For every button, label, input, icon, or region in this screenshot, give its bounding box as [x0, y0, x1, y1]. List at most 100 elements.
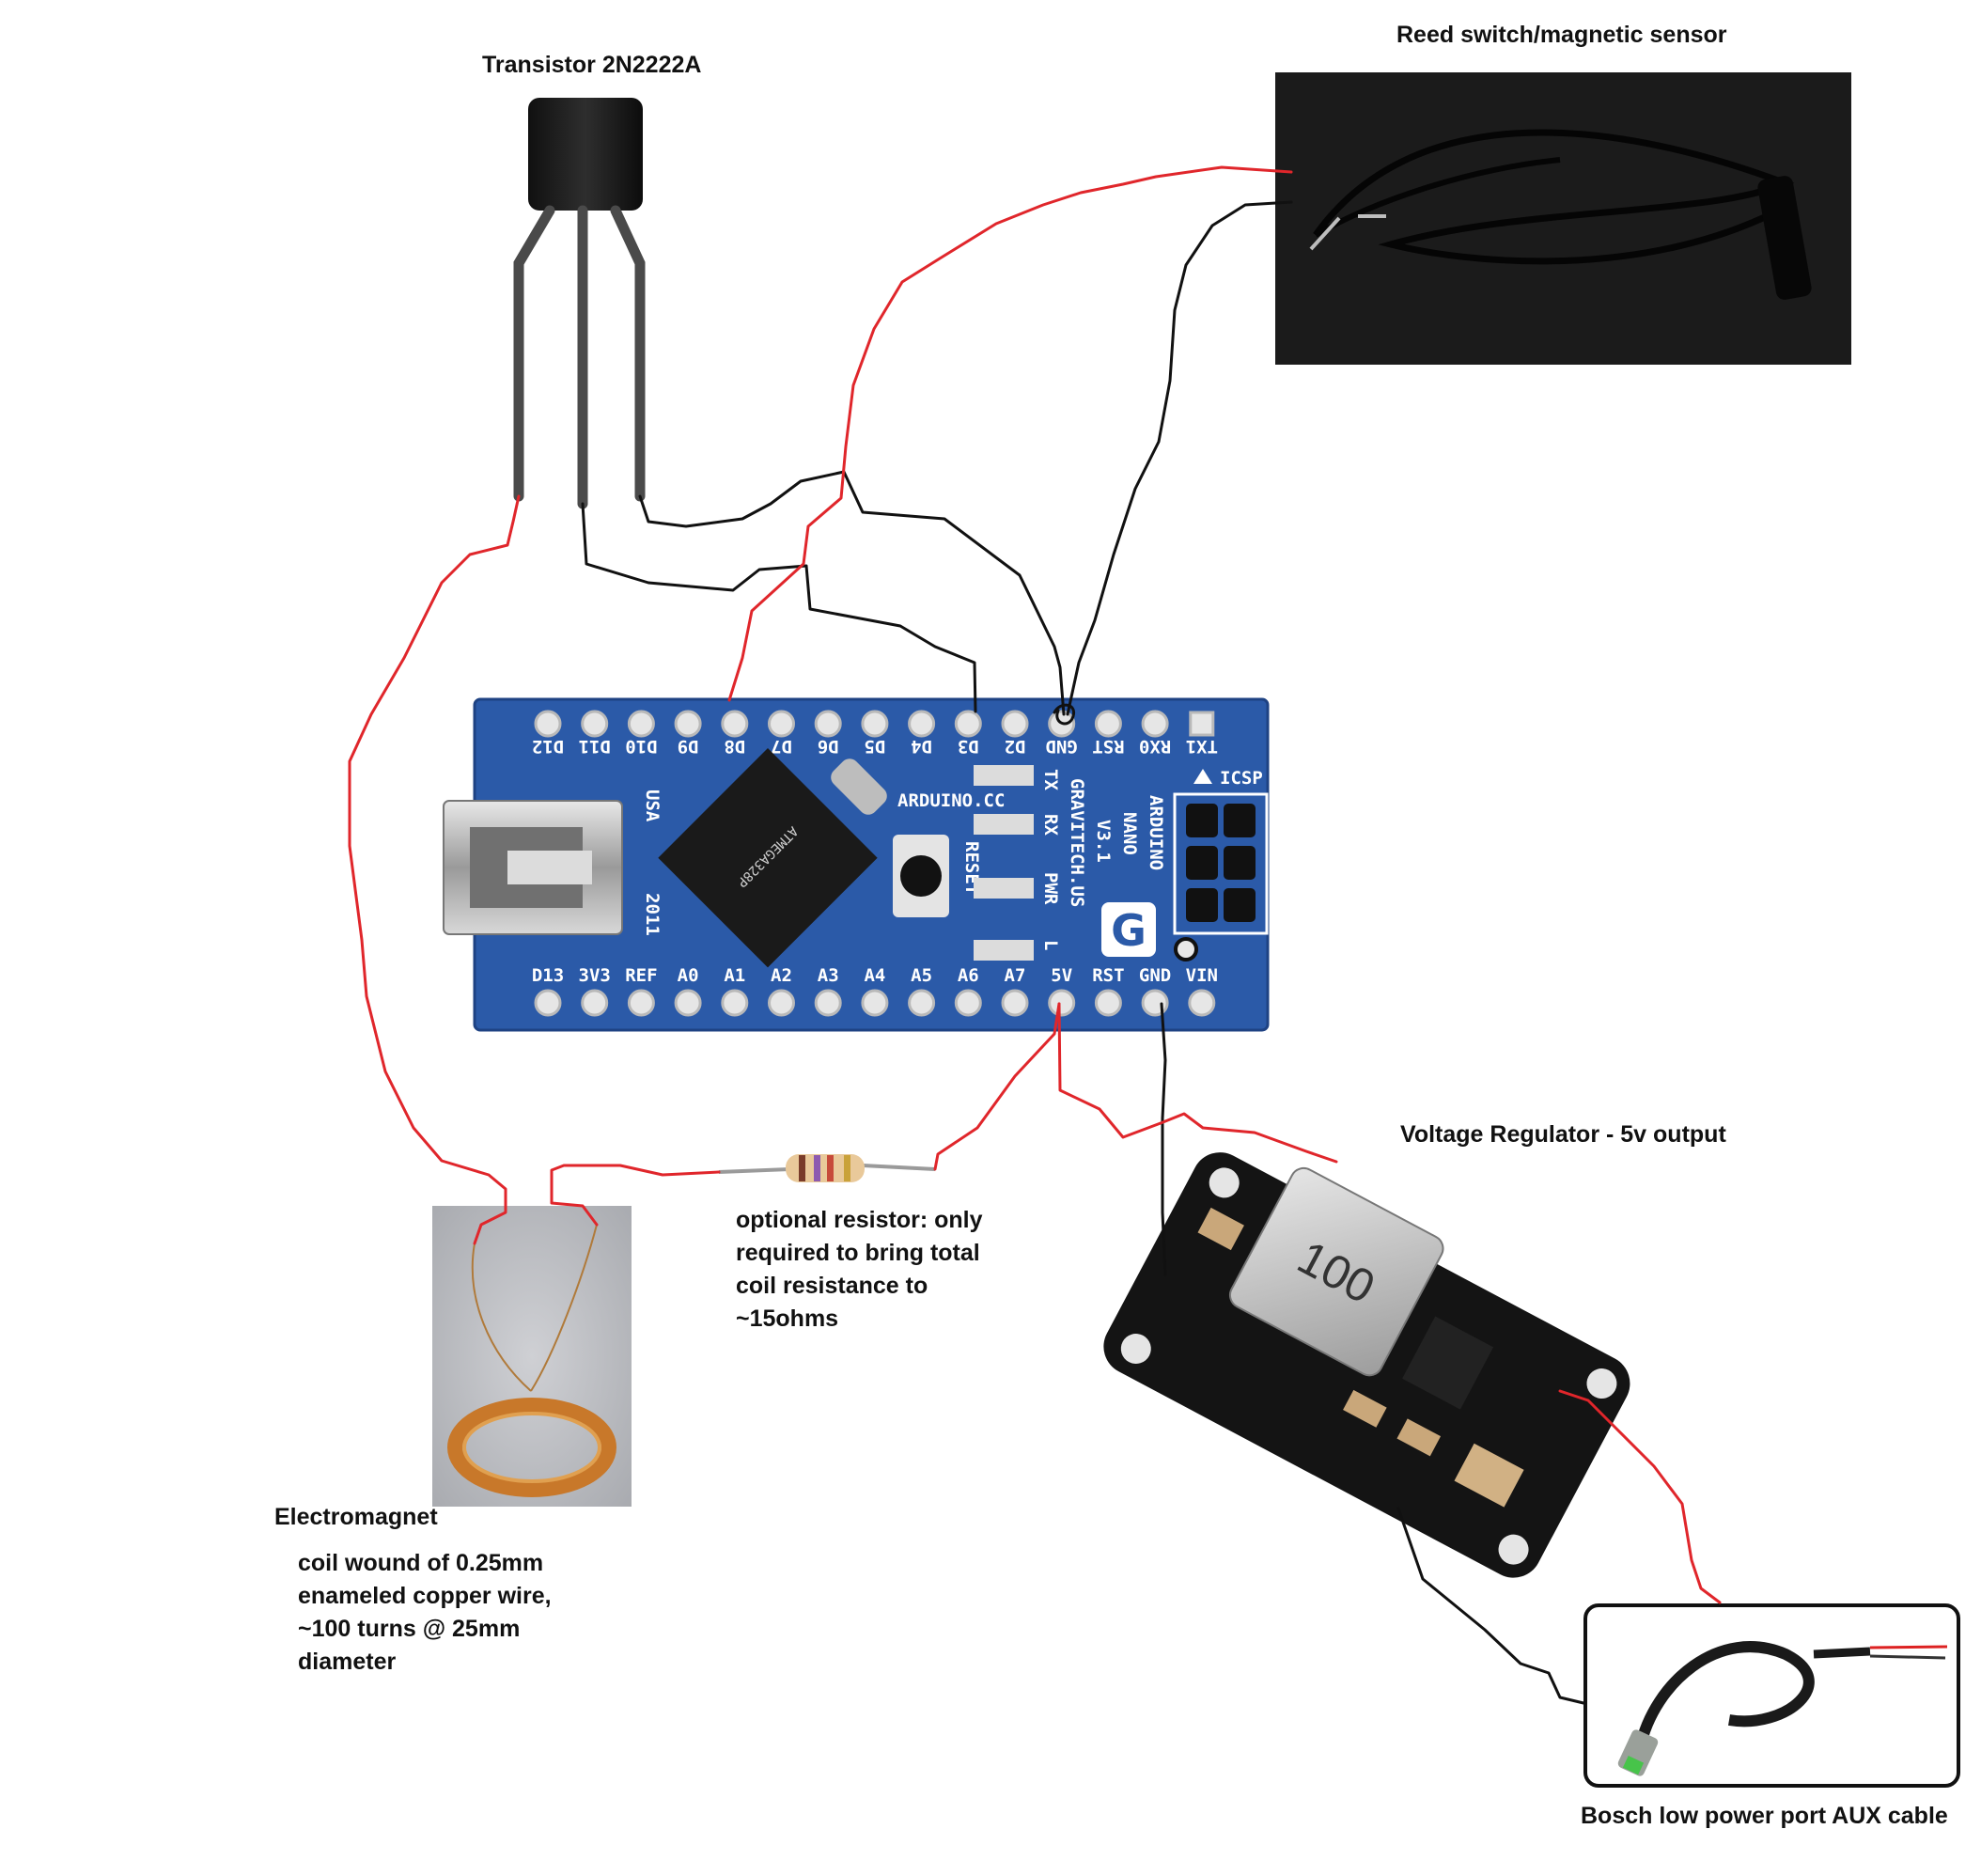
wire-transistor-right-to-gnd: [638, 470, 1066, 716]
top-pin-label-d5: D5: [864, 736, 885, 757]
bottom-pad-vin: [1188, 989, 1216, 1017]
coil-lead-right: [530, 1224, 598, 1392]
top-pad-d9: [674, 710, 702, 738]
bottom-pad-3v3: [581, 989, 609, 1017]
regulator-cap-2: [1454, 1443, 1524, 1508]
atmega-chip: ATMEGA328P: [658, 748, 878, 968]
bottom-pad-ref: [627, 989, 655, 1017]
coil-winding-outer: [447, 1398, 616, 1497]
resistor-band-4: [844, 1155, 850, 1181]
bottom-pad-a7: [1001, 989, 1029, 1017]
bottom-pad-a3: [814, 989, 842, 1017]
resistor-band-1: [799, 1155, 805, 1181]
usb-mini-connector: [443, 800, 623, 935]
bottom-pin-label-a1: A1: [724, 965, 745, 986]
maker-silk: GRAVITECH.US: [1067, 778, 1087, 907]
top-pin-pads: [534, 710, 1215, 738]
version-silk: V3.1: [1093, 820, 1114, 863]
top-pad-tx1: [1189, 711, 1215, 737]
electromagnet-note-line-2: enameled copper wire,: [298, 1583, 552, 1609]
voltage-regulator: 100: [1103, 1152, 1630, 1578]
wire-5v-to-resistor: [933, 1002, 1061, 1171]
top-pin-label-rx0: RX0: [1139, 736, 1171, 757]
icsp-arrow: [1193, 769, 1212, 784]
aux-cable-photo: [1583, 1603, 1960, 1788]
logo-badge: [1101, 902, 1156, 957]
bottom-pad-gnd: [1141, 989, 1169, 1017]
chip-body: [658, 748, 878, 968]
crystal: [831, 758, 887, 815]
name-silk: ARDUINO: [1146, 795, 1166, 870]
top-pin-label-d12: D12: [532, 736, 564, 757]
icsp-pin: [1186, 888, 1218, 922]
top-pad-d12: [534, 710, 562, 738]
top-pin-label-d2: D2: [1005, 736, 1026, 757]
transistor-2n2222a: [513, 98, 646, 509]
led-label-tx: TX: [1040, 769, 1061, 790]
top-pad-d4: [908, 710, 936, 738]
top-pin-label-d8: D8: [724, 736, 745, 757]
led-label-rx: RX: [1040, 814, 1061, 836]
reset-button: [893, 835, 949, 917]
bottom-pad-d13: [534, 989, 562, 1017]
top-pin-label-d6: D6: [818, 736, 839, 757]
reed-switch-photo: [1275, 72, 1851, 365]
electromagnet-title: Electromagnet: [274, 1504, 438, 1530]
icsp-pins: [1186, 804, 1256, 922]
bottom-pin-label-a3: A3: [818, 965, 839, 986]
top-pad-rst: [1094, 710, 1122, 738]
icsp-pin: [1224, 804, 1256, 837]
top-pin-label-rst: RST: [1092, 736, 1124, 757]
transistor-label: Transistor 2N2222A: [482, 52, 702, 78]
reed-switch-cable-loop: [1313, 129, 1795, 265]
reed-switch-wire-tip-1: [1309, 216, 1341, 251]
wire-resistor-to-coil: [550, 1164, 721, 1227]
regulator-pad-in-minus: [1209, 1167, 1240, 1198]
top-pin-label-d10: D10: [625, 736, 657, 757]
bottom-pin-label-a6: A6: [958, 965, 979, 986]
top-pad-d7: [768, 710, 795, 738]
resistor-lead-right: [862, 1164, 936, 1171]
transistor-leg-left: [513, 205, 555, 502]
resistor-lead-left: [718, 1167, 790, 1174]
top-pad-d3: [954, 710, 982, 738]
wires: [348, 165, 1722, 1705]
resistor-note: optional resistor: only required to brin…: [736, 1204, 983, 1336]
icsp-header: ICSP: [1173, 768, 1269, 961]
bottom-pin-label-a4: A4: [864, 965, 885, 986]
wire-reed-to-gnd: [1066, 200, 1293, 716]
wire-regulator-to-aux-red: [1558, 1389, 1722, 1604]
icsp-pin: [1224, 888, 1256, 922]
aux-cable-plug-tip: [1622, 1755, 1645, 1775]
icsp-pin: [1186, 846, 1218, 880]
bottom-pin-label-a0: A0: [678, 965, 699, 986]
regulator-label: Voltage Regulator - 5v output: [1400, 1121, 1726, 1148]
electromagnet-photo: [432, 1206, 632, 1507]
model-silk: NANO: [1119, 812, 1140, 855]
bottom-pin-label-3v3: 3V3: [579, 965, 611, 986]
bottom-pin-label-a7: A7: [1005, 965, 1026, 986]
wire-5v-to-regulator: [1057, 1002, 1338, 1164]
resistor-note-line-2: required to bring total: [736, 1240, 980, 1266]
reed-switch-cable-end: [1314, 157, 1561, 238]
board-hole: [1174, 937, 1198, 961]
bottom-pad-a0: [674, 989, 702, 1017]
top-pin-label-d11: D11: [579, 736, 611, 757]
wire-reed-to-d8: [727, 165, 1293, 702]
country-silk: USA: [642, 789, 663, 822]
electromagnet-note-line-4: diameter: [298, 1649, 397, 1675]
top-pad-d10: [627, 710, 655, 738]
top-pin-label-tx1: TX1: [1186, 736, 1218, 757]
aux-cable-wire: [1634, 1641, 1815, 1750]
bottom-pad-a5: [908, 989, 936, 1017]
led-pwr: [974, 878, 1034, 899]
reed-switch-sensor-head: [1757, 176, 1812, 300]
bottom-pin-label-gnd: GND: [1139, 965, 1171, 986]
aux-cable-red-wire: [1869, 1645, 1948, 1649]
site-silk: ARDUINO.CC: [897, 790, 1005, 811]
led-rx: [974, 814, 1034, 835]
resistor-band-2: [814, 1155, 820, 1181]
